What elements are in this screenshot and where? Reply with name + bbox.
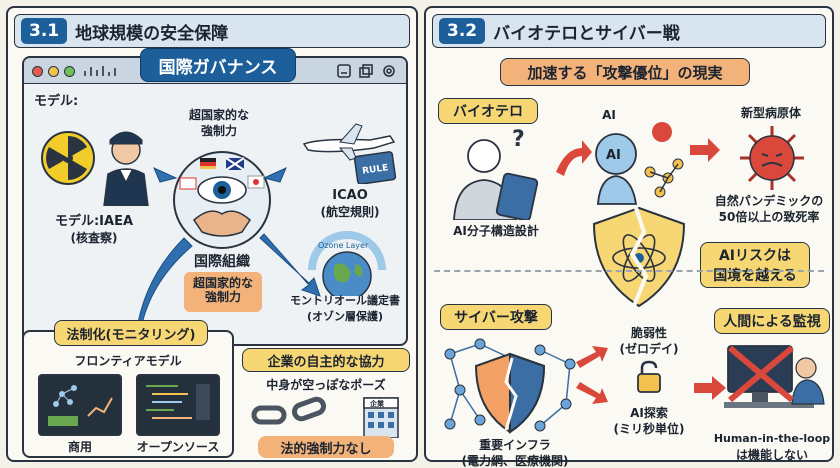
org-badge-line2: 強制力 [204, 290, 241, 305]
rule-text: RULE [362, 163, 389, 177]
legislation-box: 法制化(モニタリング) フロンティアモデル 商用 オープンソース [22, 320, 234, 458]
broken-chain-icon [251, 396, 327, 425]
red-arrow-icon [556, 140, 592, 176]
svg-text:?: ? [512, 128, 525, 152]
natural-pandemic-line2: 50倍以上の致死率 [718, 210, 820, 224]
bioterror-badge: バイオテロ [438, 98, 538, 124]
legislation-title: 法制化(モニタリング) [54, 320, 208, 346]
ai-risk-line1: AIリスクは [718, 248, 792, 264]
code-lines-icon [146, 384, 210, 420]
infrastructure-network-icon [444, 338, 576, 434]
network-chart-icon [48, 385, 113, 426]
company-building-icon: 企業 [363, 397, 399, 438]
model-label: モデル: [34, 94, 79, 109]
org-label: 国際組織 [194, 254, 250, 270]
icao-label: ICAO [332, 188, 368, 203]
no-legal-force-badge: 法的強制力なし [258, 436, 394, 458]
broken-lock-icon [637, 360, 661, 393]
virus-icon [740, 126, 804, 190]
corporate-building-text: 企業 [369, 399, 385, 408]
corporate-title: 企業の自主的な協力 [242, 348, 410, 372]
section-divider [434, 270, 824, 272]
international-org-emblem-icon [173, 151, 271, 249]
commercial-monitor-icon [38, 374, 122, 436]
attack-advantage-banner: 加速する「攻撃優位」の現実 [500, 58, 750, 86]
ai-search-line2: (ミリ秒単位) [613, 422, 685, 436]
commercial-label: 商用 [67, 440, 92, 454]
infrastructure-line2: (電力網、医療機関) [461, 454, 569, 468]
montreal-line2: (オゾン層保護) [306, 310, 384, 323]
corporate-sub: 中身が空っぽなポーズ [266, 378, 386, 392]
red-arrow-human-icon [694, 376, 726, 400]
infrastructure-line1: 重要インフラ [479, 438, 551, 452]
ai-small-label: AI [602, 108, 616, 122]
human-oversight-badge: 人間による監視 [714, 308, 830, 334]
radiation-inspector-icon [41, 131, 149, 206]
broken-shield-icon [592, 206, 686, 308]
ai-molecule-label: AI分子構造設計 [453, 224, 539, 238]
window-title: 国際ガバナンス [140, 48, 296, 82]
governance-window: 国際ガバナンス モデル: モデル:IAEA (核査察) [22, 48, 408, 348]
minimize-dot-icon[interactable] [48, 66, 59, 77]
section-number: 3.1 [21, 18, 68, 44]
iaea-label: モデル:IAEA [54, 214, 134, 229]
section-global-security: 3.1 地球規模の安全保障 国際ガバナンス モデル: [6, 6, 418, 462]
org-badge: 超国家的な 強制力 [184, 272, 262, 312]
corporate-cooperation: 企業の自主的な協力 中身が空っぽなポーズ 企業 法的強制力なし [242, 348, 410, 458]
red-arrow-search-icon [576, 382, 608, 404]
frontier-model-label: フロンティアモデル [74, 354, 182, 368]
supranational-label-1: 超国家的な [188, 108, 249, 122]
section-title: 地球規模の安全保障 [75, 23, 229, 44]
section-title: バイオテロとサイバー戦 [493, 23, 680, 44]
human-monitor-crossed-icon [724, 345, 825, 408]
hitl-line1: Human-in-the-loop [713, 432, 831, 445]
supranational-label-2: 強制力 [200, 124, 237, 138]
opensource-monitor-icon [136, 374, 220, 436]
signal-bars-icon [84, 66, 116, 76]
vulnerability-line1: 脆弱性 [630, 326, 667, 340]
window-titlebar: 国際ガバナンス [24, 48, 406, 84]
pathogen-label: 新型病原体 [740, 106, 801, 120]
org-badge-line1: 超国家的な [192, 276, 253, 290]
person-tablet-icon: ? [453, 128, 539, 220]
ai-search-line1: AI探索 [630, 406, 668, 420]
close-dot-icon[interactable] [32, 66, 43, 77]
ozone-text: Ozone Layer [318, 241, 369, 250]
red-arrow-vuln-icon [576, 346, 608, 368]
airplane-rulebook-icon: RULE [302, 123, 397, 184]
red-arrow-right-icon [690, 138, 720, 162]
ai-risk-badge: AIリスクは 国境を越える [700, 242, 810, 288]
montreal-line1: モントリオール議定書 [290, 294, 400, 307]
section-bioterror-cyber: 3.2 バイオテロとサイバー戦 加速する「攻撃優位」の現実 バイオテロ ? AI… [424, 6, 834, 468]
ai-risk-line2: 国境を越える [713, 268, 797, 284]
ai-head-label: AI [606, 148, 621, 163]
section-header-3-1: 3.1 地球規模の安全保障 [14, 14, 410, 48]
window-controls-icon[interactable] [336, 63, 398, 79]
natural-pandemic-line1: 自然パンデミックの [714, 194, 824, 208]
vulnerability-line2: (ゼロデイ) [619, 342, 679, 356]
ozone-globe-icon: Ozone Layer [308, 231, 386, 296]
section-header-3-2: 3.2 バイオテロとサイバー戦 [432, 14, 826, 48]
hitl-line2: は機能しない [735, 448, 808, 462]
opensource-label: オープンソース [136, 440, 220, 454]
iaea-sub: (核査察) [70, 231, 118, 245]
ai-molecule-icon: AI [595, 122, 684, 205]
maximize-dot-icon[interactable] [64, 66, 75, 77]
cyber-attack-badge: サイバー攻撃 [440, 304, 552, 330]
icao-sub: (航空規則) [320, 205, 380, 219]
section-number: 3.2 [439, 18, 486, 44]
